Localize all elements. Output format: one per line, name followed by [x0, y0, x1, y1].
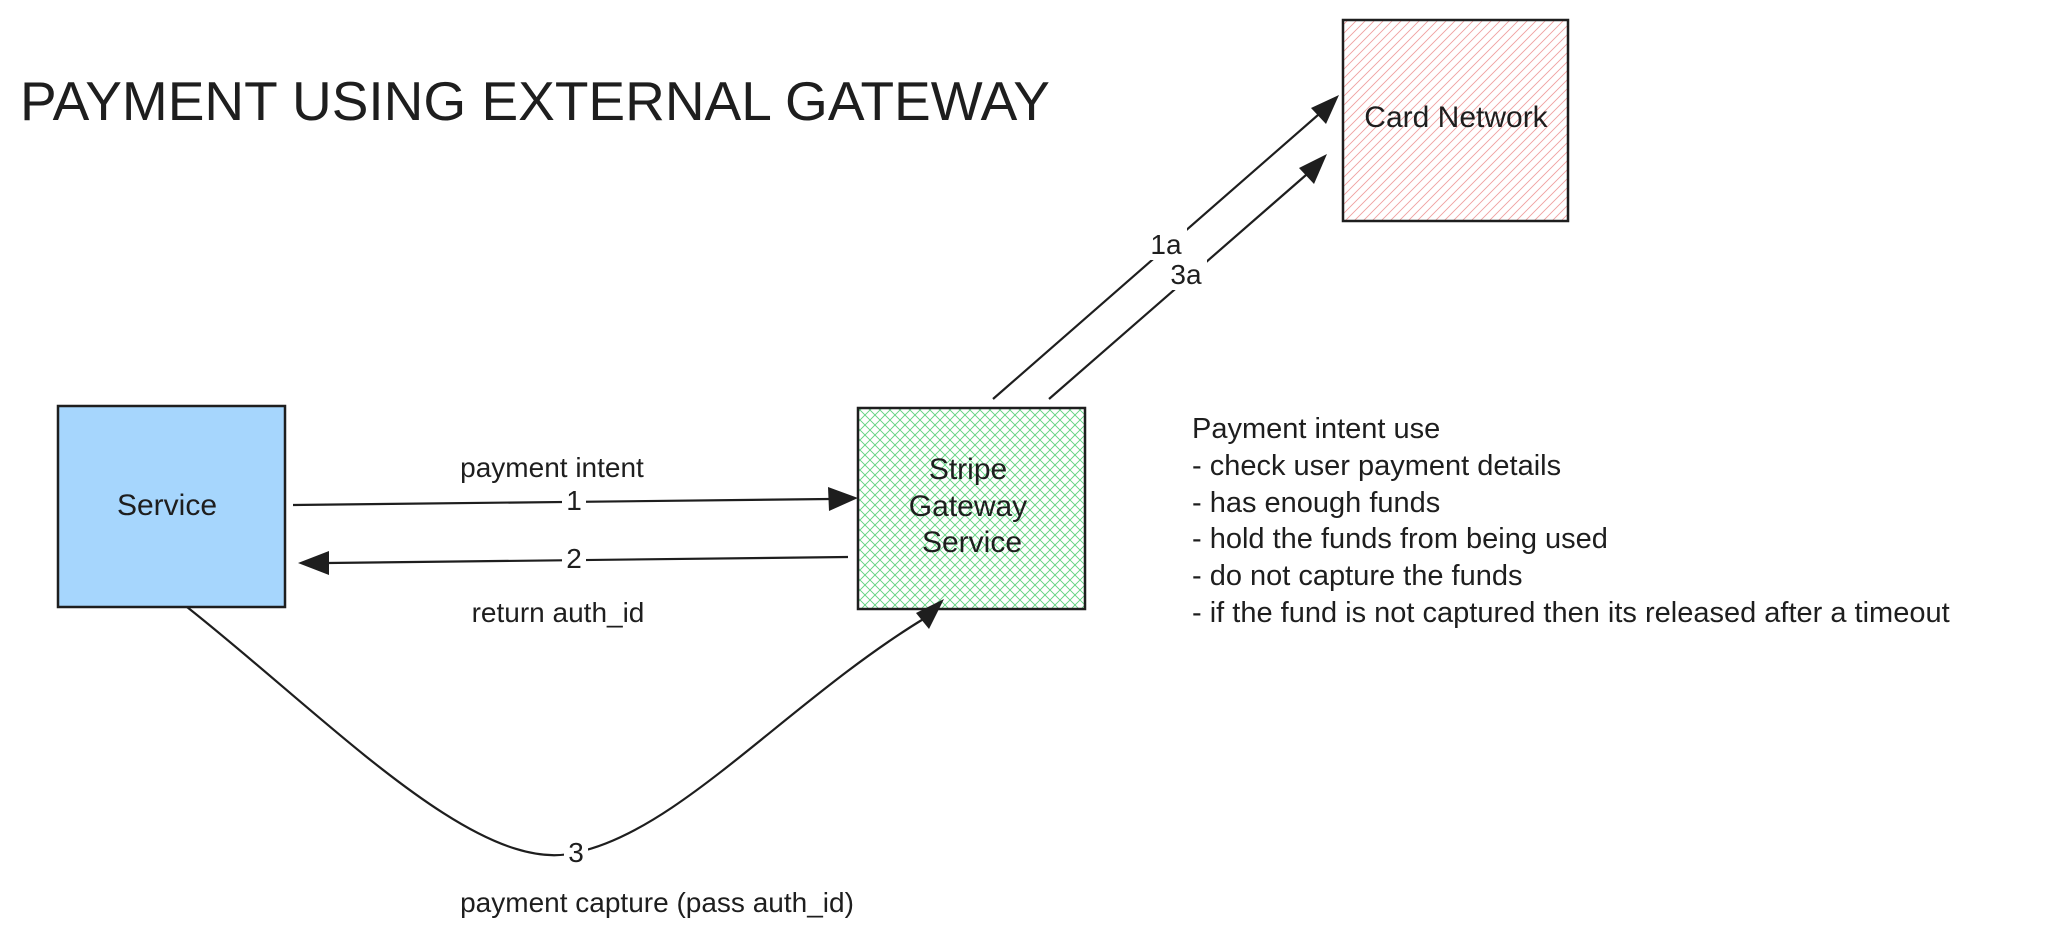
payment-intent-label: payment intent: [460, 452, 644, 483]
notes-item: - check user payment details: [1192, 450, 1561, 482]
payment-capture-arrowhead: [916, 599, 944, 629]
service-label: Service: [117, 489, 217, 522]
card-network-node[interactable]: Card Network: [1341, 18, 1570, 223]
step-3-mask: [564, 836, 588, 866]
diagram-title: PAYMENT USING EXTERNAL GATEWAY: [20, 70, 1050, 132]
service-box: [56, 404, 287, 609]
edge-1a-label: 1a: [1150, 229, 1182, 260]
gateway-label-line-1: Stripe: [929, 453, 1007, 486]
service-node[interactable]: Service: [56, 404, 287, 609]
payment-capture-curve: [186, 606, 926, 857]
card-network-label: Card Network: [1364, 101, 1548, 134]
notes-item: - hold the funds from being used: [1192, 523, 1608, 555]
notes-item: - if the fund is not captured then its r…: [1192, 597, 1950, 629]
notes-item: - do not capture the funds: [1192, 560, 1523, 592]
edge-3a-mask: [1165, 258, 1207, 290]
step-1-label: 1: [566, 485, 582, 516]
return-auth-edge[interactable]: 2 return auth_id: [298, 543, 849, 628]
edge-1a-arrowhead: [1311, 95, 1339, 124]
payment-intent-arrowhead: [828, 487, 858, 511]
edge-1a-mask: [1145, 228, 1187, 260]
edge-3a-arrowhead: [1299, 154, 1327, 184]
notes-item: - has enough funds: [1192, 487, 1440, 519]
step-2-mask: [562, 543, 586, 573]
payment-capture-edge[interactable]: 3 payment capture (pass auth_id): [186, 599, 944, 918]
gateway-label-line-2: Gateway: [909, 490, 1027, 523]
edge-3a[interactable]: 3a: [1048, 154, 1327, 400]
gateway-box: [856, 406, 1087, 611]
step-2-label: 2: [566, 543, 582, 574]
gateway-node[interactable]: Stripe Gateway Service: [856, 406, 1087, 611]
notes-block: Payment intent use - check user payment …: [1192, 413, 1950, 629]
notes-heading: Payment intent use: [1192, 413, 1440, 445]
return-auth-arrowhead: [298, 551, 329, 575]
step-1-mask: [562, 483, 586, 513]
edge-3a-label: 3a: [1170, 259, 1202, 290]
payment-intent-edge[interactable]: 1 payment intent: [292, 452, 858, 516]
edge-1a[interactable]: 1a: [992, 95, 1339, 400]
return-auth-label: return auth_id: [472, 597, 645, 628]
return-auth-line: [327, 555, 849, 565]
step-3-label: 3: [568, 837, 584, 868]
payment-capture-label: payment capture (pass auth_id): [460, 887, 854, 918]
payment-intent-line: [292, 497, 831, 507]
card-network-box: [1341, 18, 1570, 223]
gateway-label-line-3: Service: [922, 526, 1022, 559]
